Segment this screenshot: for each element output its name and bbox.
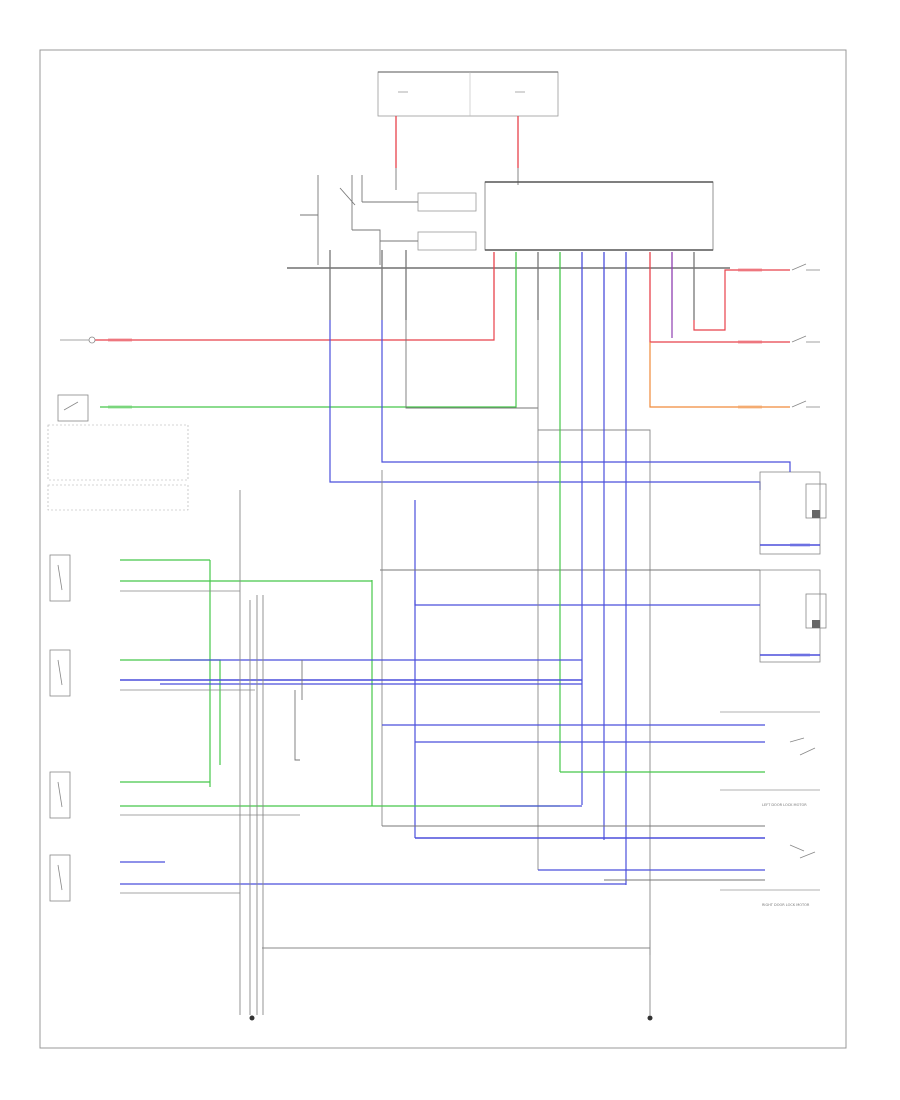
switch-housing-outlines xyxy=(47,424,189,511)
right-switches xyxy=(791,263,820,408)
connector-pins xyxy=(329,250,695,320)
relay-unit xyxy=(417,181,714,251)
ground-bundle-left xyxy=(239,490,264,1015)
wire-green xyxy=(100,320,517,408)
wire-gray xyxy=(537,320,651,955)
switch-block-3 xyxy=(49,771,71,819)
wire-red xyxy=(649,320,790,343)
wire-green xyxy=(120,659,221,765)
wire-orange xyxy=(649,342,790,408)
left-switch xyxy=(57,394,89,422)
wire-blue xyxy=(414,500,760,606)
right-door-lock-motor-label: RIGHT DOOR LOCK MOTOR xyxy=(762,903,810,907)
diagram-frame xyxy=(39,49,847,1049)
upper-lock-motor xyxy=(759,471,827,555)
switch-block-2 xyxy=(49,649,71,697)
left-door-lock-motor-label: LEFT DOOR LOCK MOTOR xyxy=(762,803,807,807)
wire-blue xyxy=(329,320,761,490)
ground-point-right xyxy=(647,1015,653,1021)
wire-gray xyxy=(294,690,300,761)
wire-labels xyxy=(108,268,810,657)
wire-gray xyxy=(405,320,538,409)
right-door-lock-motor-symbol xyxy=(789,844,816,859)
wire-red xyxy=(95,320,495,341)
left-door-lock-motor-symbol xyxy=(789,737,816,756)
ground-point-left xyxy=(249,1015,255,1021)
switch-block-1 xyxy=(49,554,71,602)
wire-blue xyxy=(381,320,791,472)
switch-block-4 xyxy=(49,854,71,902)
relay-contacts xyxy=(300,175,418,265)
fuse-block xyxy=(377,71,559,117)
lower-lock-motor xyxy=(759,569,827,663)
wire-red xyxy=(693,269,790,331)
